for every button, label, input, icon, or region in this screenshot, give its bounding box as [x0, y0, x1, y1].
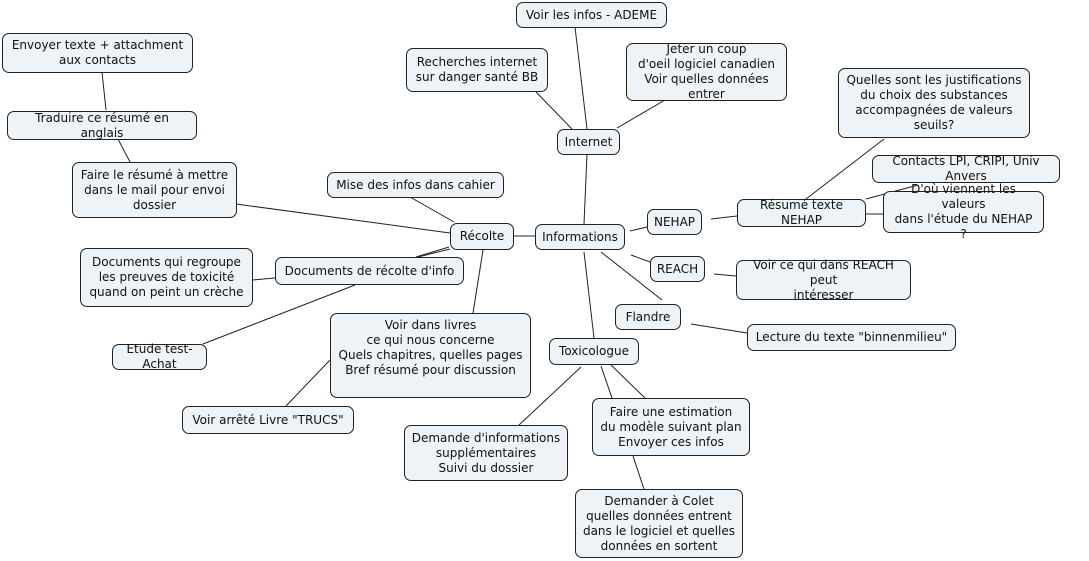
node-dou[interactable]: D'où viennent les valeurs dans l'étude d…: [883, 182, 1044, 241]
link-reach-voir: [713, 273, 737, 277]
node-recolte[interactable]: Récolte: [450, 223, 514, 250]
link-informations-flandre: [600, 251, 663, 301]
node-mise[interactable]: Mise des infos dans cahier: [327, 172, 504, 198]
link-envoyer-traduire: [101, 71, 107, 111]
link-toxicologue-demande: [518, 366, 582, 426]
node-informations[interactable]: Informations: [535, 224, 625, 250]
node-arrete[interactable]: Voir arrêté Livre "TRUCS": [182, 406, 354, 434]
node-estimation[interactable]: Faire une estimation du modèle suivant p…: [592, 398, 750, 456]
node-traduire[interactable]: Traduire ce résumé en anglais: [7, 111, 197, 140]
link-informations-toxicologue: [583, 251, 595, 339]
node-livres[interactable]: Voir dans livres ce qui nous concerne Qu…: [330, 313, 531, 398]
node-nehap[interactable]: NEHAP: [647, 209, 702, 235]
link-faire-resume-recolte: [235, 203, 451, 234]
node-toxicologue[interactable]: Toxicologue: [549, 338, 639, 365]
link-recolte-livres: [472, 249, 484, 314]
node-faire-resume[interactable]: Faire le résumé à mettre dans le mail po…: [72, 162, 237, 218]
link-informations-reach: [630, 254, 651, 263]
link-informations-nehap: [629, 226, 648, 232]
link-toxicologue-estimation-b: [610, 364, 646, 399]
node-ademe[interactable]: Voir les infos - ADEME: [516, 2, 667, 28]
link-informations-internet: [583, 153, 588, 225]
node-flandre[interactable]: Flandre: [615, 304, 681, 330]
node-envoyer[interactable]: Envoyer texte + attachment aux contacts: [2, 33, 193, 73]
node-documents-regroupe[interactable]: Documents qui regroupe les preuves de to…: [80, 248, 253, 307]
node-reach[interactable]: REACH: [650, 256, 705, 282]
link-recolte-documents-a: [415, 246, 450, 258]
node-voir-reach[interactable]: Voir ce qui dans REACH peut intéresser: [736, 258, 911, 302]
link-resume-justifications: [805, 138, 885, 200]
node-resume-nehap[interactable]: Résumé texte NEHAP: [737, 198, 866, 227]
node-recherches[interactable]: Recherches internet sur danger santé BB: [406, 48, 548, 92]
node-contacts[interactable]: Contacts LPI, CRIPI, Univ Anvers: [872, 154, 1060, 183]
link-documents-etude: [202, 284, 356, 345]
node-documents-recolte[interactable]: Documents de récolte d'info: [275, 257, 464, 285]
node-internet[interactable]: Internet: [557, 129, 620, 155]
link-livres-arrete: [285, 359, 331, 407]
node-jeter[interactable]: Jeter un coup d'oeil logiciel canadien V…: [626, 42, 787, 101]
link-internet-ademe: [574, 26, 588, 130]
node-demande-infos[interactable]: Demande d'informations supplémentaires S…: [404, 425, 568, 481]
link-toxicologue-estimation-a: [600, 365, 613, 399]
node-justifications[interactable]: Quelles sont les justifications du choix…: [838, 68, 1030, 138]
link-documents-regroupe: [251, 277, 276, 281]
link-traduire-faire-resume: [117, 138, 131, 163]
link-flandre-lecture: [690, 323, 748, 334]
node-colet[interactable]: Demander à Colet quelles données entrent…: [575, 489, 743, 558]
link-mise-recolte: [409, 196, 455, 223]
node-etude[interactable]: Etude test-Achat: [112, 342, 207, 371]
node-lecture[interactable]: Lecture du texte "binnenmilieu": [747, 324, 956, 351]
link-estimation-colet: [632, 455, 645, 490]
link-internet-jeter: [616, 99, 666, 129]
link-nehap-resume: [710, 215, 738, 220]
link-recolte-documents-b: [417, 248, 451, 258]
link-internet-recherches: [535, 91, 573, 130]
